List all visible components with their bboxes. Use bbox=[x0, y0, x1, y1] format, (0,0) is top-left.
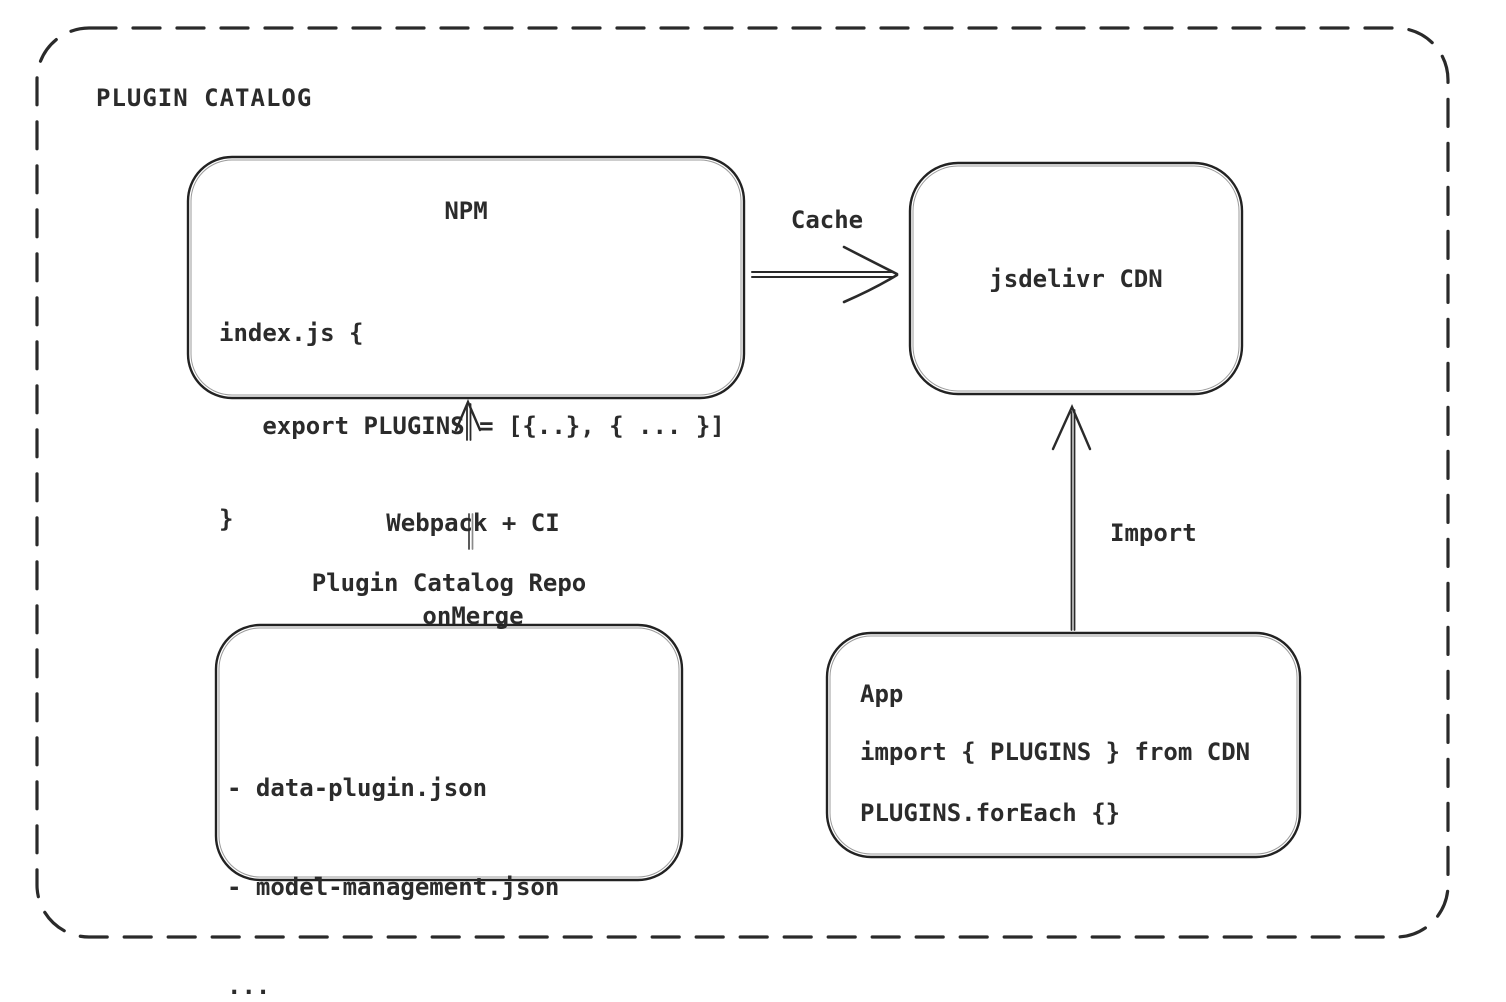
build-arrow bbox=[454, 398, 482, 441]
cdn-box-sketch-stroke bbox=[912, 165, 1240, 392]
catalog-frame-border bbox=[35, 26, 1450, 939]
build-connector-line bbox=[468, 513, 474, 550]
app-box-sketch-stroke bbox=[829, 635, 1298, 855]
repo-box-title: Plugin Catalog Repo bbox=[311, 569, 587, 597]
repo-file-list: - data-plugin.json - model-management.js… bbox=[227, 706, 559, 1002]
build-arrow-label: Webpack + CI onMerge bbox=[323, 446, 623, 694]
cache-arrow bbox=[751, 245, 899, 304]
app-box-shape bbox=[825, 631, 1302, 859]
app-code-line-2: PLUGINS.forEach {} bbox=[860, 799, 1121, 827]
npm-box-shape bbox=[186, 155, 746, 400]
npm-code-line-1: index.js { bbox=[219, 319, 364, 347]
repo-file-item-3: ... bbox=[227, 972, 271, 1000]
repo-box-sketch-stroke bbox=[218, 627, 680, 878]
repo-file-item-1: - data-plugin.json bbox=[227, 774, 488, 802]
npm-code-line-2: export PLUGINS = [{..}, { ... }] bbox=[219, 412, 725, 440]
repo-file-item-2: - model-management.json bbox=[227, 873, 560, 901]
npm-code-block: index.js { export PLUGINS = [{..}, { ...… bbox=[219, 256, 725, 597]
repo-box-shape bbox=[214, 623, 684, 882]
npm-box-sketch-stroke bbox=[190, 159, 742, 396]
app-box-title: App bbox=[860, 680, 904, 708]
npm-code-line-3: } bbox=[219, 505, 234, 533]
cdn-box-label: jsdelivr CDN bbox=[989, 264, 1163, 293]
import-arrow bbox=[1051, 404, 1092, 631]
catalog-frame-title: PLUGIN CATALOG bbox=[96, 84, 313, 112]
build-arrow-label-line-2: onMerge bbox=[422, 602, 524, 630]
app-code-line-1: import { PLUGINS } from CDN bbox=[860, 738, 1251, 766]
import-arrow-label: Import bbox=[1110, 519, 1197, 547]
npm-box-title: NPM bbox=[444, 197, 488, 225]
cache-arrow-label: Cache bbox=[790, 206, 864, 234]
cdn-box-shape bbox=[908, 161, 1244, 396]
build-arrow-label-line-1: Webpack + CI bbox=[386, 509, 560, 537]
